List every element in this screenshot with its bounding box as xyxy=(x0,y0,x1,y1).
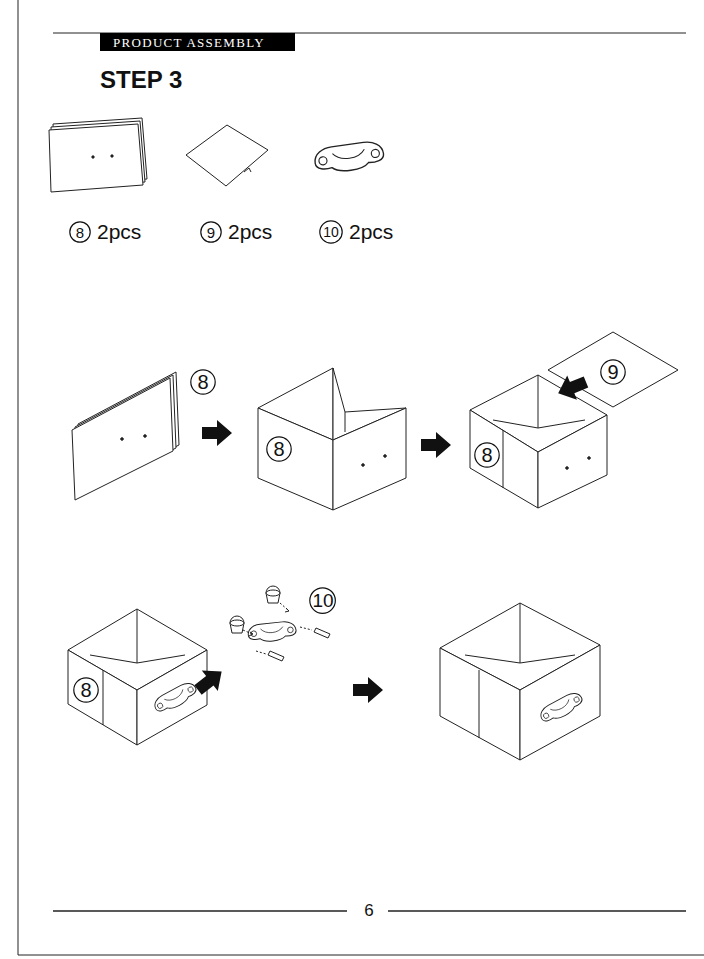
step-title: STEP 3 xyxy=(100,68,182,92)
header-band: PRODUCT ASSEMBLY xyxy=(100,33,295,51)
callout-number: 8 xyxy=(266,436,292,462)
callout-text: 9 xyxy=(607,362,618,382)
callout-text: 8 xyxy=(273,439,284,459)
quantity-label: 2pcs xyxy=(97,221,141,242)
callout-text: 10 xyxy=(312,591,333,610)
callout-number: 8 xyxy=(69,221,91,243)
callout-number: 8 xyxy=(190,369,216,395)
quantity-label: 2pcs xyxy=(349,221,393,242)
callout-text: 9 xyxy=(207,225,215,240)
callout-text: 8 xyxy=(197,372,208,392)
section-header: PRODUCT ASSEMBLY xyxy=(113,36,265,49)
callout-number: 8 xyxy=(73,677,99,703)
callout-text: 8 xyxy=(481,445,492,465)
callout-number: 10 xyxy=(319,220,343,244)
callout-number: 8 xyxy=(474,442,500,468)
page-number: 6 xyxy=(362,902,375,919)
callout-text: 8 xyxy=(80,680,91,700)
callout-number: 10 xyxy=(309,587,336,614)
callout-text: 10 xyxy=(323,225,339,239)
quantity-label: 2pcs xyxy=(228,221,272,242)
callout-number: 9 xyxy=(600,359,626,385)
callout-text: 8 xyxy=(76,225,84,240)
callout-number: 9 xyxy=(200,221,222,243)
